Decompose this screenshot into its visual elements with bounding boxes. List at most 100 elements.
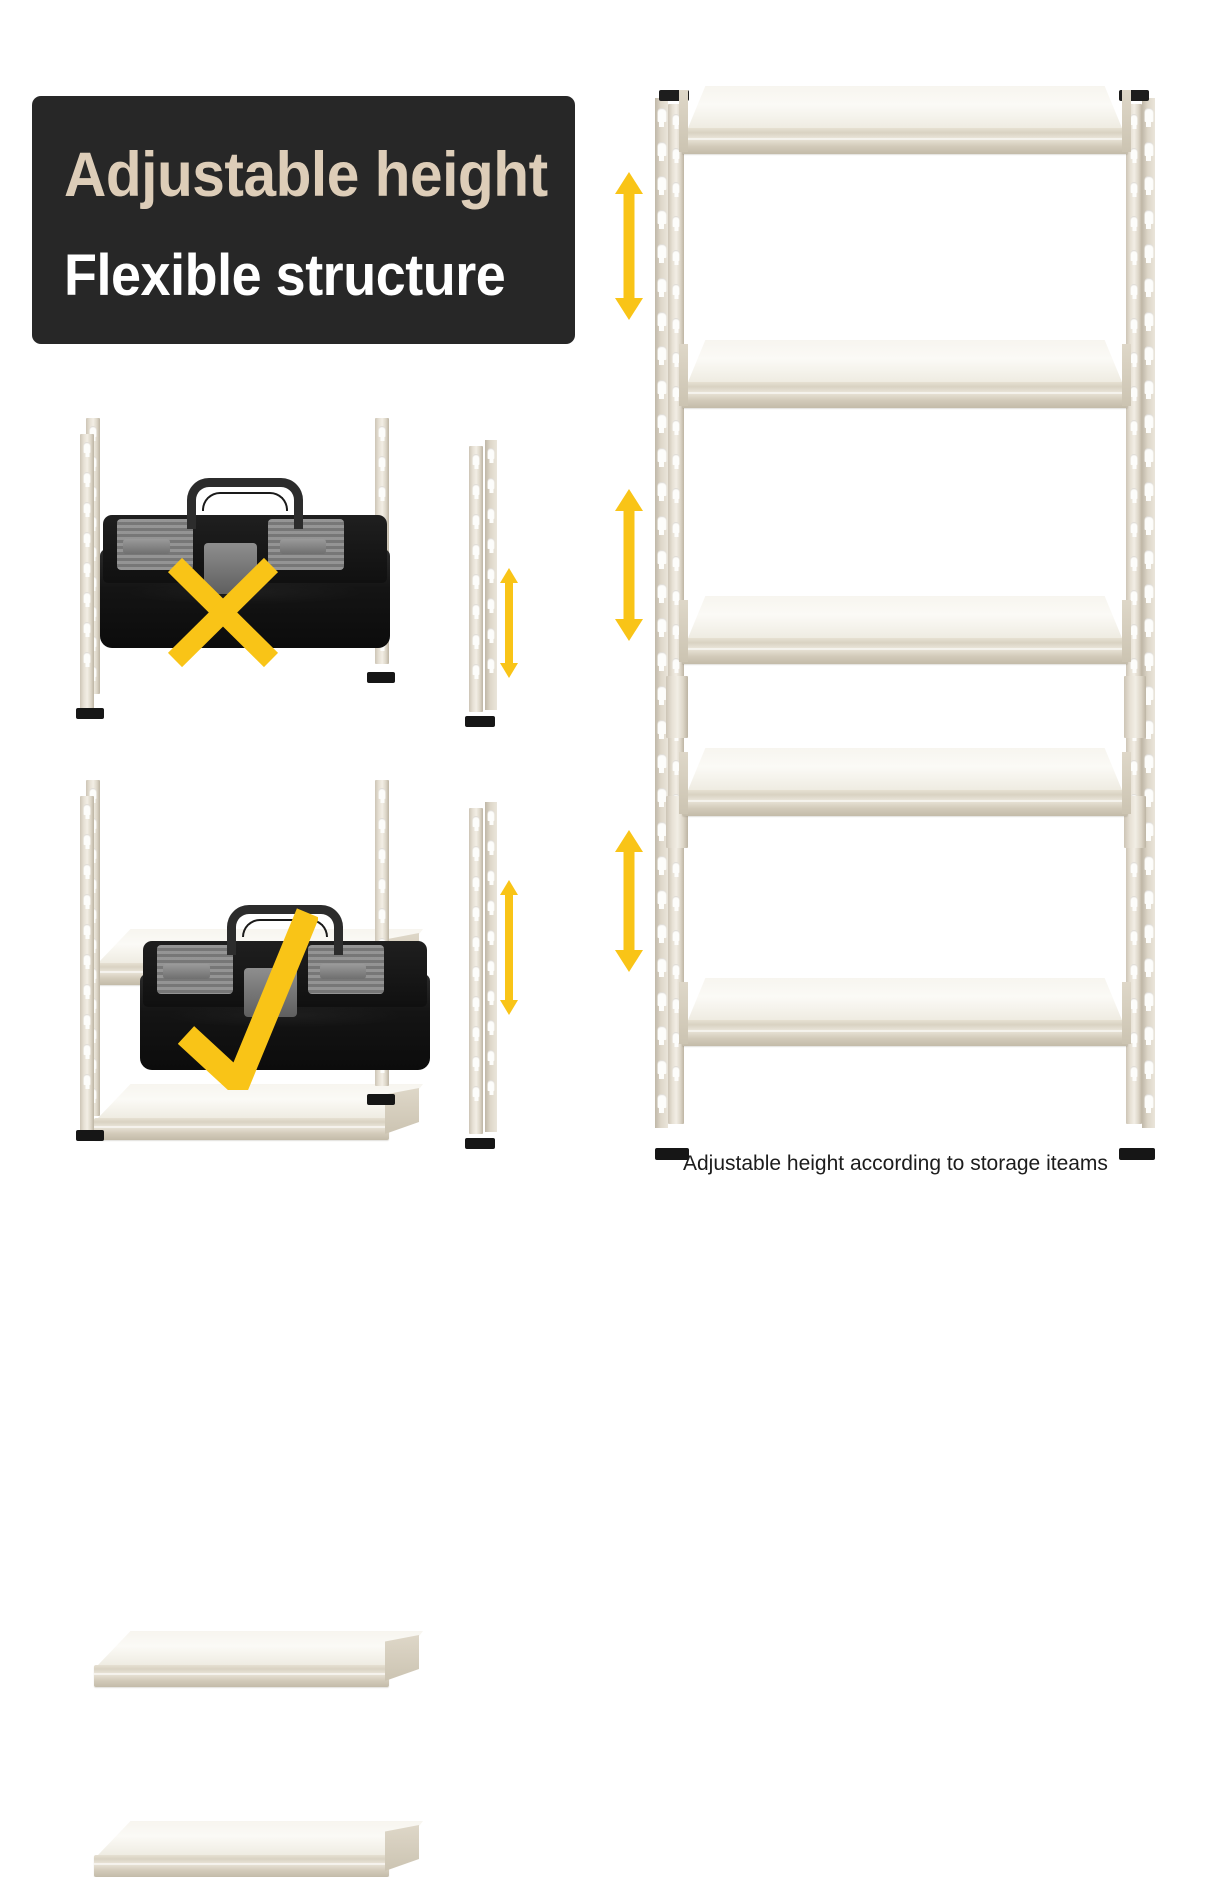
keyhole-slot <box>1130 964 1138 975</box>
keyhole-slot <box>472 484 480 495</box>
keyhole-slot <box>1144 788 1153 802</box>
keyhole-slot <box>487 628 495 639</box>
keyhole-slot <box>1144 856 1153 870</box>
keyhole-slot <box>487 1020 495 1031</box>
keyhole-slot <box>672 488 680 499</box>
keyhole-slot <box>83 622 91 633</box>
keyhole-slot <box>83 804 91 815</box>
shelf-front-rail <box>682 128 1128 154</box>
foot-front-right <box>465 716 495 727</box>
keyhole-slot <box>657 176 666 190</box>
keyhole-slot <box>472 876 480 887</box>
keyhole-slot <box>487 960 495 971</box>
keyhole-slot <box>1130 1032 1138 1043</box>
keyhole-slot <box>657 890 666 904</box>
keyhole-slot <box>472 996 480 1007</box>
keyhole-slot <box>1130 182 1138 193</box>
keyhole-slot <box>1130 862 1138 873</box>
shelf-front-rail <box>682 790 1128 816</box>
keyhole-slot <box>487 508 495 519</box>
keyhole-slot <box>657 244 666 258</box>
keyhole-slot <box>83 532 91 543</box>
foot-right <box>1119 1148 1155 1160</box>
foot-front-left <box>76 1130 104 1141</box>
keyhole-slot <box>657 720 666 734</box>
keyhole-slot <box>1144 584 1153 598</box>
post-slot-column <box>471 812 481 1102</box>
arrow-shaft <box>623 192 635 300</box>
arrow-head-down-icon <box>615 298 643 320</box>
keyhole-slot <box>657 210 666 224</box>
keyhole-slot <box>472 634 480 645</box>
shelf-front-rail <box>94 1665 389 1687</box>
check-icon <box>178 908 318 1090</box>
keyhole-slot <box>83 864 91 875</box>
keyhole-slot <box>1130 556 1138 567</box>
keyhole-slot <box>672 284 680 295</box>
keyhole-slot <box>1130 522 1138 533</box>
arrow-head-up-icon <box>615 172 643 194</box>
keyhole-slot <box>487 538 495 549</box>
arrow-head-down-icon <box>615 619 643 641</box>
keyhole-slot <box>487 568 495 579</box>
keyhole-slot <box>1144 482 1153 496</box>
keyhole-slot <box>472 514 480 525</box>
keyhole-slot <box>487 658 495 669</box>
keyhole-slot <box>657 958 666 972</box>
shelf-front-rail <box>94 1855 389 1877</box>
keyhole-slot <box>672 862 680 873</box>
keyhole-slot <box>378 788 386 799</box>
shelf-front-rail <box>682 638 1128 664</box>
toolbox-latch-right <box>279 539 327 555</box>
keyhole-slot <box>487 990 495 1001</box>
shelf-bracket-left <box>679 344 688 406</box>
keyhole-slot <box>1144 108 1153 122</box>
keyhole-slot <box>1130 488 1138 499</box>
keyhole-slot <box>83 1044 91 1055</box>
keyhole-slot <box>378 456 386 467</box>
keyhole-slot <box>378 486 386 497</box>
headline-line-2: Flexible structure <box>64 243 506 308</box>
keyhole-slot <box>83 834 91 845</box>
post-cap-left <box>659 90 689 101</box>
keyhole-slot <box>1144 652 1153 666</box>
shelf-deck <box>98 1631 423 1665</box>
keyhole-slot <box>487 598 495 609</box>
keyhole-slot <box>657 788 666 802</box>
keyhole-slot <box>83 472 91 483</box>
keyhole-slot <box>1130 658 1138 669</box>
keyhole-slot <box>472 906 480 917</box>
keyhole-slot <box>672 318 680 329</box>
arrow-head-up-icon <box>500 568 518 583</box>
keyhole-slot <box>1144 822 1153 836</box>
keyhole-slot <box>472 1056 480 1067</box>
keyhole-slot <box>1130 930 1138 941</box>
keyhole-slot <box>657 1094 666 1108</box>
foot-back-right <box>367 672 395 683</box>
keyhole-slot <box>83 592 91 603</box>
keyhole-slot <box>1130 998 1138 1009</box>
toolbox-latch-left <box>123 539 170 555</box>
keyhole-slot <box>472 574 480 585</box>
shelf-deck <box>688 748 1122 790</box>
arrow-shaft <box>623 850 635 952</box>
keyhole-slot <box>378 878 386 889</box>
keyhole-slot <box>672 896 680 907</box>
keyhole-slot <box>472 1026 480 1037</box>
keyhole-slot <box>657 856 666 870</box>
keyhole-slot <box>672 658 680 669</box>
shelf-deck <box>688 596 1122 638</box>
keyhole-slot <box>378 818 386 829</box>
keyhole-slot <box>487 930 495 941</box>
keyhole-slot <box>487 1050 495 1061</box>
keyhole-slot <box>1144 516 1153 530</box>
keyhole-slot <box>1144 1026 1153 1040</box>
shelf-bracket-right <box>1122 752 1131 814</box>
keyhole-slot <box>1130 352 1138 363</box>
keyhole-slot <box>672 930 680 941</box>
keyhole-slot <box>1144 312 1153 326</box>
keyhole-slot <box>672 964 680 975</box>
main-shelving-unit <box>655 86 1155 1160</box>
keyhole-slot <box>672 182 680 193</box>
keyhole-slot <box>1144 924 1153 938</box>
